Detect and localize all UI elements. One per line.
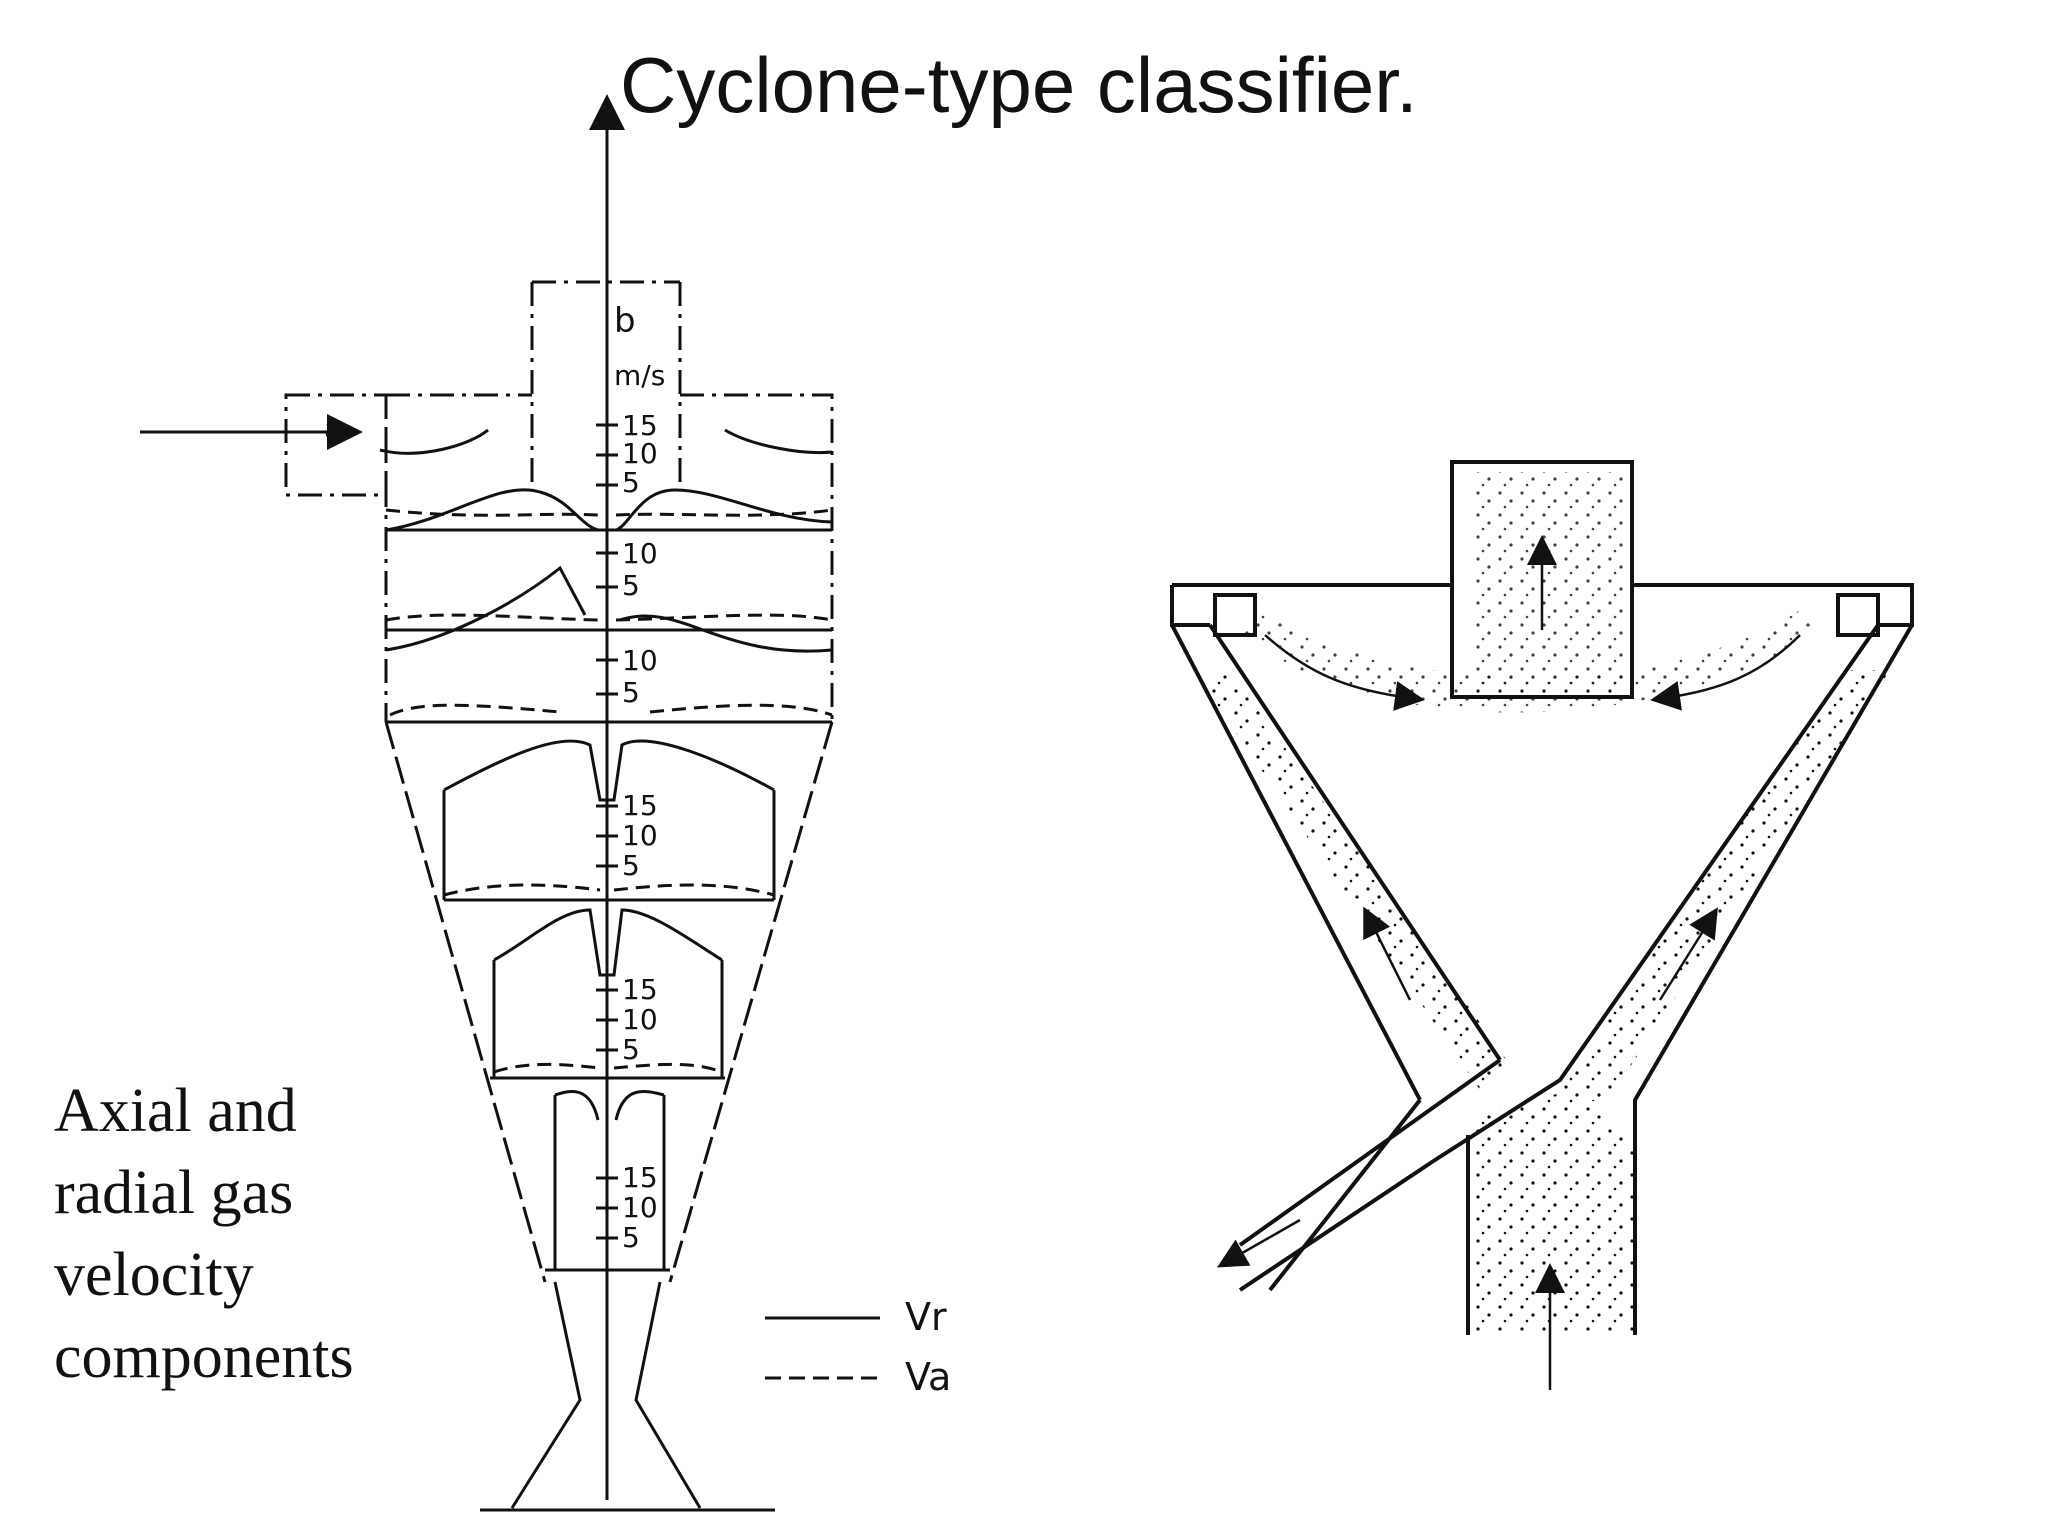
- inlet-label: a: [324, 412, 341, 445]
- right-nozzle: [1836, 593, 1880, 637]
- left-channel-walls: [1170, 623, 1502, 1101]
- scale-label: 15: [622, 409, 658, 442]
- scale-label: 15: [622, 973, 658, 1006]
- scale-label: 5: [622, 849, 640, 882]
- particle-zone-right-channel: [1560, 670, 1890, 1105]
- unit-label: m/s: [614, 359, 665, 392]
- slide-title: Cyclone-type classifier.: [620, 41, 1418, 129]
- scale-label: 5: [622, 676, 640, 709]
- scale-label: 10: [622, 537, 658, 570]
- swirl-arrow-left: [1264, 634, 1425, 711]
- outlet-box: [1450, 460, 1634, 699]
- scale-label: 10: [622, 1191, 658, 1224]
- diagram-caption: Axial and radial gas velocity components: [54, 1070, 354, 1398]
- scale-label: 5: [622, 466, 640, 499]
- right-channel-arrow: [1658, 907, 1718, 1001]
- caption-line: Axial and: [54, 1077, 297, 1145]
- left-channel-arrow: [1363, 906, 1412, 1001]
- scale-label: 15: [622, 1161, 658, 1194]
- swirl-arrow-right: [1650, 634, 1801, 711]
- legend-label-va: Va: [905, 1355, 951, 1399]
- scale-labels: 15 10 5 10 5 10 5 15 10 5 15 10 5 15 10 …: [622, 409, 658, 1254]
- particle-zone-outlet: [1470, 472, 1630, 697]
- scale-label: 10: [622, 1003, 658, 1036]
- legend-label-vr: Vr: [905, 1295, 947, 1339]
- scale-label: 5: [622, 569, 640, 602]
- scale-label: 10: [622, 819, 658, 852]
- scale-label: 5: [622, 1221, 640, 1254]
- outlet-label: b: [614, 301, 636, 341]
- caption-line: components: [54, 1323, 354, 1391]
- particle-zone-inlet: [1468, 1090, 1635, 1335]
- axis-ticks: [596, 423, 618, 1240]
- caption-line: velocity: [54, 1241, 254, 1309]
- feed-inlet-pipe: [1466, 1100, 1637, 1335]
- inlet-duct: [284, 393, 388, 497]
- classifier-flow-diagram: [1170, 460, 1914, 1390]
- cyclone-velocity-diagram: a b m/s 15 10 5 10 5 10 5 15 10 5 15 10 …: [140, 94, 951, 1512]
- scale-label: 5: [622, 1033, 640, 1066]
- fine-outlet: [1238, 1058, 1502, 1292]
- scale-label: 15: [622, 789, 658, 822]
- cyclone-cylinder: [384, 393, 834, 722]
- cyclone-cone: [384, 721, 834, 1283]
- scale-label: 10: [622, 437, 658, 470]
- dust-outlet: [510, 1281, 702, 1509]
- left-nozzle: [1213, 593, 1257, 637]
- fine-outlet-arrow: [1216, 1218, 1301, 1268]
- vortex-finder: [530, 280, 682, 490]
- particle-zone-left-channel: [1200, 670, 1510, 1090]
- caption-line: radial gas: [54, 1159, 294, 1227]
- scale-label: 10: [622, 644, 658, 677]
